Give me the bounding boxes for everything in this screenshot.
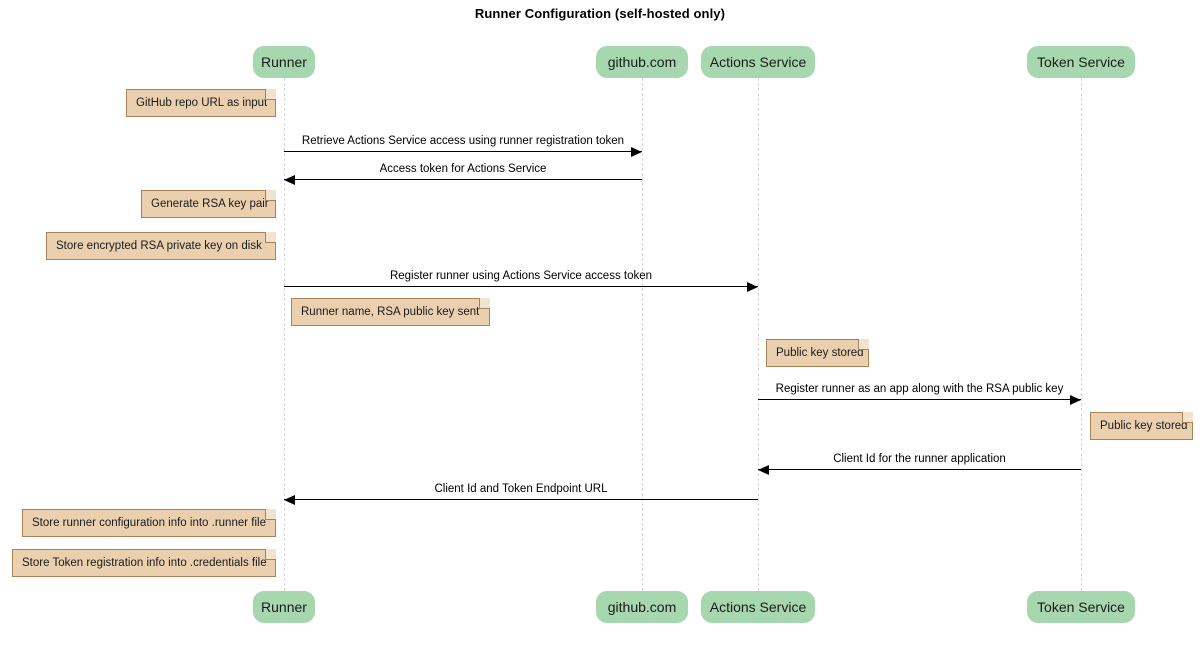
note-fold-corner-icon — [265, 232, 276, 243]
lifeline-runner — [284, 78, 285, 591]
note-4: Public key stored — [766, 339, 869, 367]
message-arrowhead-1 — [284, 175, 295, 185]
note-text: Public key stored — [1100, 420, 1188, 432]
message-line-1 — [284, 179, 642, 180]
message-line-5 — [284, 499, 758, 500]
diagram-title: Runner Configuration (self-hosted only) — [474, 6, 726, 21]
note-text: Store runner configuration info into .ru… — [32, 517, 266, 529]
participant-actions-footer[interactable]: Actions Service — [701, 591, 815, 623]
message-line-4 — [758, 469, 1081, 470]
note-text: Store encrypted RSA private key on disk — [56, 240, 262, 252]
note-2: Store encrypted RSA private key on disk — [46, 232, 276, 260]
message-label-0: Retrieve Actions Service access using ru… — [301, 135, 625, 147]
note-fold-corner-icon — [479, 298, 490, 309]
note-fold-corner-icon — [1182, 412, 1193, 423]
lifeline-actions — [758, 78, 759, 591]
message-label-2: Register runner using Actions Service ac… — [389, 270, 653, 282]
lifeline-github — [642, 78, 643, 591]
participant-token-footer[interactable]: Token Service — [1027, 591, 1135, 623]
note-text: Store Token registration info into .cred… — [22, 557, 267, 569]
participant-actions-header[interactable]: Actions Service — [701, 46, 815, 78]
note-1: Generate RSA key pair — [141, 190, 276, 218]
note-6: Store runner configuration info into .ru… — [22, 509, 276, 537]
participant-runner-footer[interactable]: Runner — [253, 591, 315, 623]
message-label-4: Client Id for the runner application — [833, 453, 1006, 465]
note-fold-corner-icon — [858, 339, 869, 350]
message-line-2 — [284, 286, 758, 287]
message-label-3: Register runner as an app along with the… — [775, 383, 1064, 395]
note-fold-corner-icon — [265, 190, 276, 201]
message-arrowhead-2 — [747, 282, 758, 292]
message-arrowhead-4 — [758, 465, 769, 475]
note-fold-corner-icon — [265, 509, 276, 520]
participant-github-footer[interactable]: github.com — [596, 591, 688, 623]
message-arrowhead-0 — [631, 147, 642, 157]
note-text: GitHub repo URL as input — [136, 97, 268, 109]
note-fold-corner-icon — [265, 89, 276, 100]
note-text: Generate RSA key pair — [151, 198, 269, 210]
note-3: Runner name, RSA public key sent — [291, 298, 490, 326]
message-arrowhead-3 — [1070, 395, 1081, 405]
message-label-5: Client Id and Token Endpoint URL — [434, 483, 608, 495]
note-0: GitHub repo URL as input — [126, 89, 276, 117]
note-fold-corner-icon — [265, 549, 276, 560]
message-arrowhead-5 — [284, 495, 295, 505]
note-7: Store Token registration info into .cred… — [12, 549, 276, 577]
note-text: Runner name, RSA public key sent — [301, 306, 480, 318]
participant-runner-header[interactable]: Runner — [253, 46, 315, 78]
lifeline-token — [1081, 78, 1082, 591]
note-5: Public key stored — [1090, 412, 1193, 440]
participant-github-header[interactable]: github.com — [596, 46, 688, 78]
participant-token-header[interactable]: Token Service — [1027, 46, 1135, 78]
message-line-3 — [758, 399, 1081, 400]
message-label-1: Access token for Actions Service — [379, 163, 547, 175]
message-line-0 — [284, 151, 642, 152]
note-text: Public key stored — [776, 347, 864, 359]
